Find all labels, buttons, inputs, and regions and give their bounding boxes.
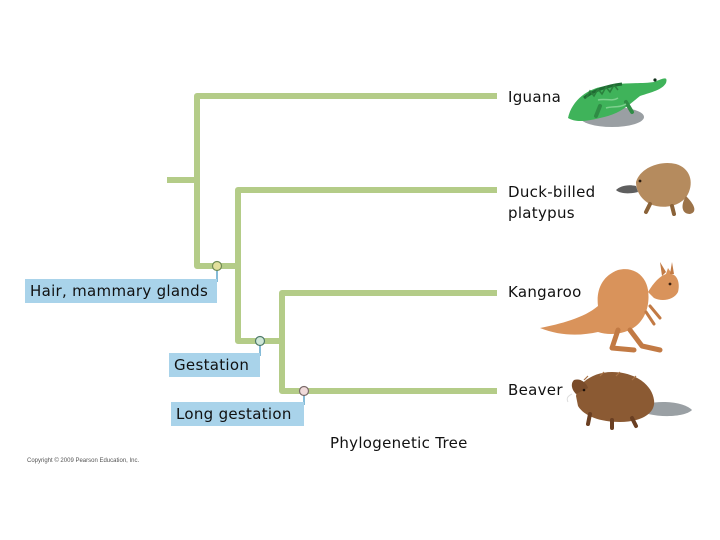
tree-nodes <box>211 260 310 397</box>
taxon-label-platypus: Duck-billed platypus <box>508 182 595 224</box>
branch-therians-stem <box>235 266 282 344</box>
kangaroo-illustration <box>540 262 679 353</box>
branch-platypus <box>235 187 497 266</box>
iguana-illustration <box>568 78 667 127</box>
branch-beaver <box>279 341 497 394</box>
character-label-hair-mammary-glands: Hair, mammary glands <box>25 279 217 303</box>
taxon-label-platypus-line1: Duck-billed <box>508 183 596 201</box>
taxon-label-kangaroo: Kangaroo <box>508 283 582 301</box>
taxon-label-beaver: Beaver <box>508 381 563 399</box>
node-hair-mammary-glands <box>211 260 223 272</box>
beaver-illustration <box>566 371 692 430</box>
branch-iguana <box>194 93 497 180</box>
branch-mammals-stem <box>194 180 238 269</box>
node-gestation <box>254 335 266 347</box>
copyright-notice: Copyright © 2009 Pearson Education, Inc. <box>27 458 140 464</box>
platypus-illustration <box>616 162 695 216</box>
taxon-label-iguana: Iguana <box>508 88 562 106</box>
character-label-long-gestation: Long gestation <box>171 402 304 426</box>
node-long-gestation <box>298 385 310 397</box>
character-connectors <box>216 266 305 405</box>
character-label-gestation: Gestation <box>169 353 260 377</box>
figure-caption: Phylogenetic Tree <box>330 434 468 452</box>
tree-branches <box>167 93 497 394</box>
taxon-label-platypus-line2: platypus <box>508 204 575 222</box>
branch-kangaroo <box>279 290 497 341</box>
